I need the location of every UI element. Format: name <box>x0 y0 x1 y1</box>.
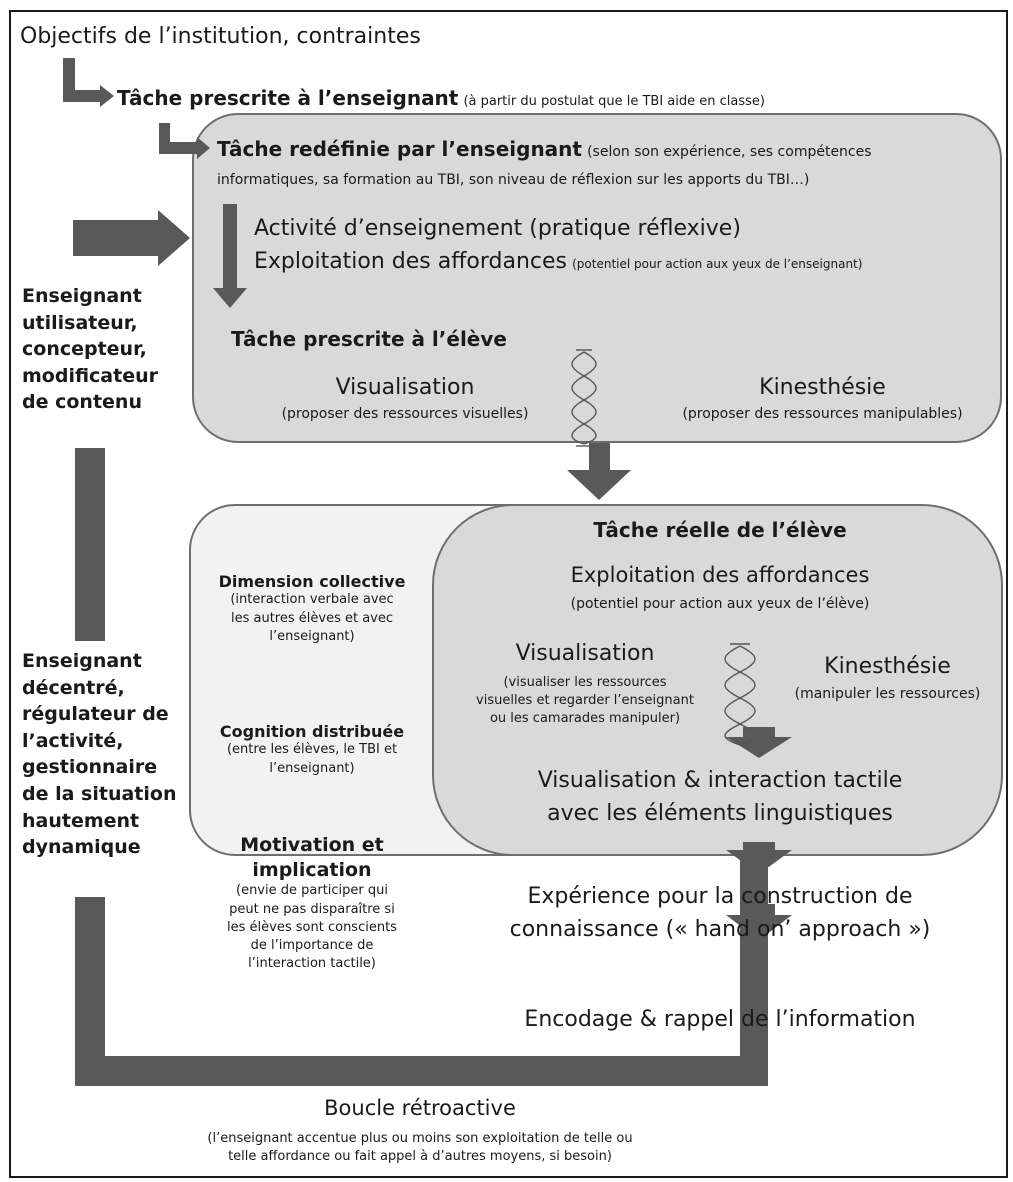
collective-line: (interaction verbale avec <box>230 592 394 608</box>
motivation-line: de l’importance de <box>250 937 374 953</box>
collective-line: l’enseignant) <box>269 628 355 644</box>
affordances-teacher-title: Exploitation des affordances <box>254 249 568 274</box>
prescribed-kines-note: (proposer des ressources manipulables) <box>682 406 963 422</box>
step-2-line: Expérience pour la construction de <box>527 884 913 909</box>
step-1-line: Visualisation & interaction tactile <box>537 768 903 793</box>
motivation-line: peut ne pas disparaître si <box>229 901 395 917</box>
real-task-affordances-note: (potentiel pour action aux yeux de l’élè… <box>570 596 870 612</box>
feedback-line: telle affordance ou fait appel à d’autre… <box>228 1149 612 1165</box>
institution-objectives: Objectifs de l’institution, contraintes <box>20 24 421 49</box>
real-task-title: Tâche réelle de l’élève <box>593 518 847 542</box>
real-visual-title: Visualisation <box>515 641 655 666</box>
prescribed-kines-title: Kinesthésie <box>759 375 886 400</box>
role-1-line: concepteur, <box>22 338 147 361</box>
prescribed-visual-title: Visualisation <box>335 375 475 400</box>
step-encoding: Encodage & rappel de l’information <box>524 1007 916 1032</box>
role-2-line: de la situation <box>22 782 177 805</box>
motivation-line: (envie de participer qui <box>236 883 388 899</box>
step-2-line: connaissance (« hand on’ approach ») <box>509 917 931 942</box>
arrow-step-1 <box>726 727 792 758</box>
real-visual-line: (visualiser les ressources <box>503 675 667 690</box>
distributed-line: (entre les élèves, le TBI et <box>226 742 398 758</box>
step-experience: Expérience pour la construction de conna… <box>440 880 1000 946</box>
feedback-loop-arrow <box>75 850 768 1086</box>
collective-dimension: Dimension collective (interaction verbal… <box>192 572 432 646</box>
role-2-line: décentré, <box>22 676 125 699</box>
feedback-title: Boucle rétroactive <box>324 1096 516 1120</box>
arrow-step-2 <box>726 842 792 874</box>
redefined-task: Tâche redéfinie par l’enseignant (selon … <box>217 138 872 161</box>
connector-bar-left <box>75 448 105 641</box>
diagram-frame <box>9 10 1008 1178</box>
role-1-line: de contenu <box>22 391 142 414</box>
affordances-teacher: Exploitation des affordances (potentiel … <box>254 249 862 274</box>
elbow-arrow-prescribed <box>159 123 210 159</box>
role-2-line: Enseignant <box>22 650 142 672</box>
arrow-down-to-real-task <box>567 443 631 500</box>
helix-icon-upper <box>571 349 597 447</box>
prescribed-visual-note: (proposer des ressources visuelles) <box>281 406 529 422</box>
teaching-activity: Activité d’enseignement (pratique réflex… <box>254 216 741 241</box>
role-2-line: l’activité, <box>22 729 124 752</box>
step-visual-tactile: Visualisation & interaction tactile avec… <box>440 764 1000 830</box>
distributed-cognition: Cognition distribuée (entre les élèves, … <box>192 722 432 778</box>
collective-line: les autres élèves et avec <box>230 610 394 626</box>
prescribed-student-title: Tâche prescrite à l’élève <box>231 327 507 351</box>
real-visual-line: visuelles et regarder l’enseignant <box>476 693 694 709</box>
real-visual-note: (visualiser les ressources visuelles et … <box>435 674 735 729</box>
feedback-note: (l’enseignant accentue plus ou moins son… <box>110 1130 730 1166</box>
affordances-teacher-note: (potentiel pour action aux yeux de l’ens… <box>572 257 863 271</box>
redefined-task-box <box>192 113 1002 443</box>
motivation-line: les élèves sont conscients <box>227 919 397 935</box>
redefined-task-note-1: (selon son expérience, ses compétences <box>587 144 872 160</box>
arrow-step-3 <box>726 904 792 940</box>
helix-icon-lower <box>724 643 756 746</box>
feedback-line: (l’enseignant accentue plus ou moins son… <box>207 1131 633 1146</box>
prescribed-teacher-title: Tâche prescrite à l’enseignant <box>117 86 459 110</box>
distributed-line: l’enseignant) <box>269 760 355 776</box>
step-1-line: avec les éléments linguistiques <box>547 801 893 826</box>
motivation-title: implication <box>252 858 372 881</box>
role-2-line: régulateur de <box>22 703 169 726</box>
teacher-role-designer: Enseignant utilisateur, concepteur, modi… <box>22 283 158 416</box>
elbow-arrow-institution <box>63 58 114 107</box>
real-kines-title: Kinesthésie <box>824 654 951 679</box>
distributed-title: Cognition distribuée <box>219 722 405 741</box>
role-2-line: dynamique <box>22 836 141 859</box>
role-1-line: Enseignant <box>22 285 142 307</box>
motivation-line: l’interaction tactile) <box>248 956 376 972</box>
collective-title: Dimension collective <box>218 572 406 591</box>
prescribed-teacher-note: (à partir du postulat que le TBI aide en… <box>463 94 765 109</box>
motivation: Motivation et implication (envie de part… <box>192 833 432 973</box>
real-kines-note: (manipuler les ressources) <box>794 686 981 702</box>
redefined-task-note-2: informatiques, sa formation au TBI, son … <box>217 172 810 188</box>
role-1-line: utilisateur, <box>22 311 138 334</box>
redefined-task-title: Tâche redéfinie par l’enseignant <box>217 137 582 161</box>
arrow-down-activity <box>213 204 247 308</box>
real-visual-line: ou les camarades manipuler) <box>489 711 681 727</box>
prescribed-teacher-task: Tâche prescrite à l’enseignant (à partir… <box>117 87 765 110</box>
role-1-line: modificateur <box>22 364 158 387</box>
motivation-title: Motivation et <box>240 834 384 856</box>
arrow-teacher-to-box <box>73 210 190 266</box>
role-2-line: gestionnaire <box>22 756 158 779</box>
role-2-line: hautement <box>22 809 140 832</box>
teacher-role-regulator: Enseignant décentré, régulateur de l’act… <box>22 648 176 861</box>
real-task-affordances-title: Exploitation des affordances <box>570 563 870 587</box>
real-task-box <box>432 504 1003 856</box>
